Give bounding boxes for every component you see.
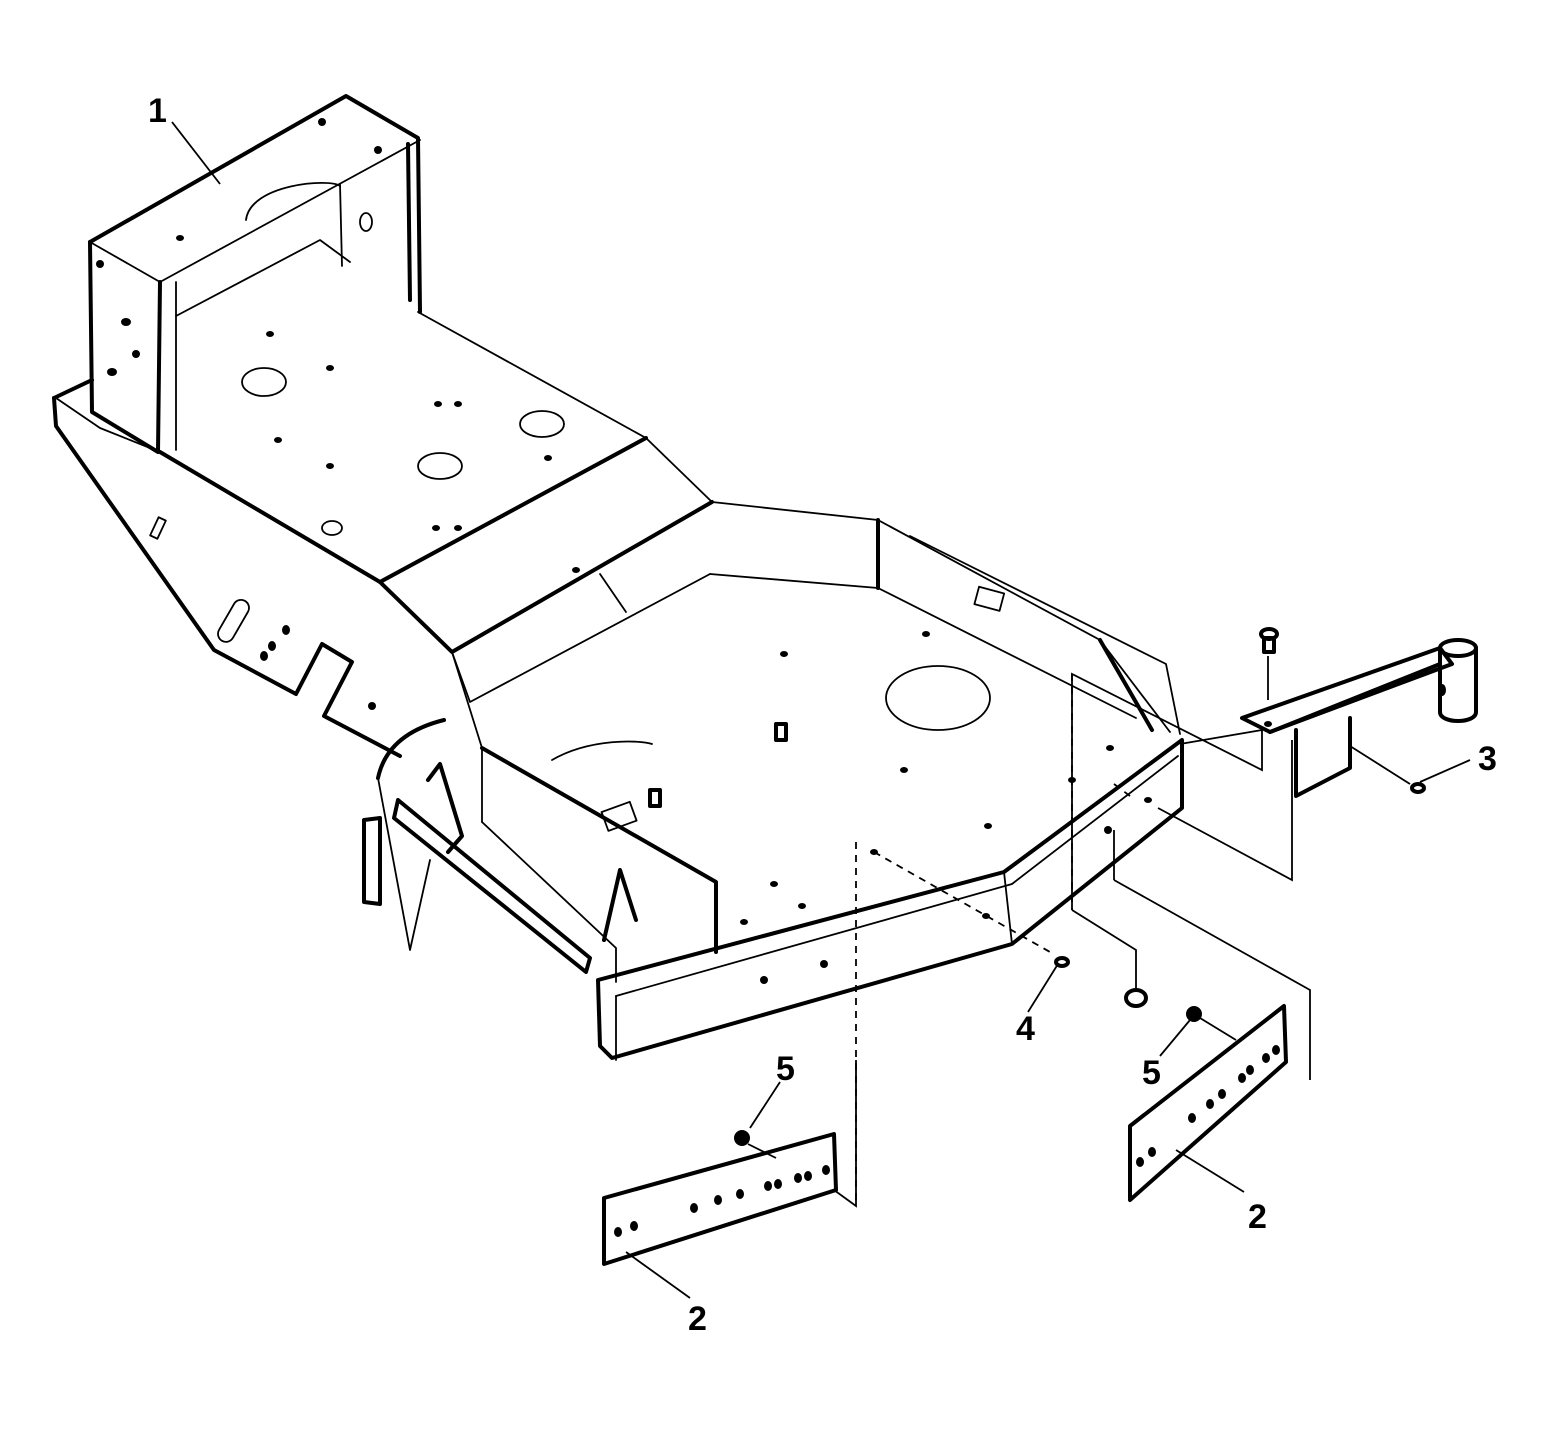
deck-frame bbox=[52, 94, 1184, 1061]
assembly-lines bbox=[833, 656, 1411, 1208]
callouts: 1 2 2 3 4 5 5 bbox=[148, 92, 1497, 1338]
callout-leaders bbox=[171, 121, 1471, 1299]
deck-holes bbox=[96, 118, 1152, 984]
deck-cutouts bbox=[149, 212, 1006, 832]
callout-4: 4 bbox=[1016, 1010, 1035, 1048]
skid-plate-right bbox=[1128, 1004, 1288, 1202]
callout-2-right: 2 bbox=[1248, 1198, 1267, 1236]
callout-2-left: 2 bbox=[688, 1300, 707, 1338]
skid-plate-left bbox=[602, 1132, 838, 1266]
callout-5-right: 5 bbox=[1142, 1054, 1161, 1092]
callout-5-left: 5 bbox=[776, 1050, 795, 1088]
caster-arm bbox=[1240, 627, 1478, 798]
callout-3: 3 bbox=[1478, 740, 1497, 778]
callout-1: 1 bbox=[148, 92, 167, 130]
